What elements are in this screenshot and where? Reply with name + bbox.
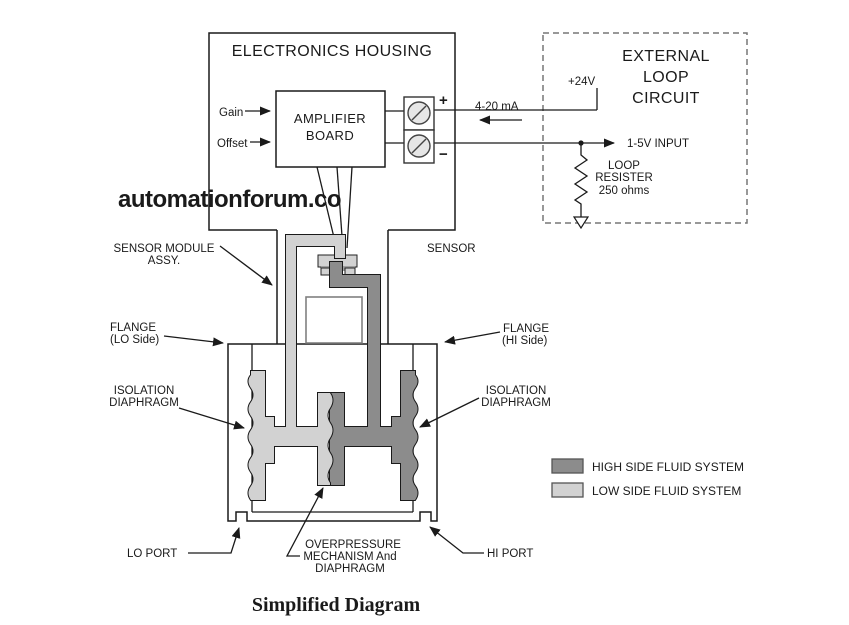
terminal-screw-minus-slash xyxy=(411,138,427,154)
legend-swatch-high xyxy=(551,458,584,474)
hi-port-label: HI PORT xyxy=(487,548,533,560)
external-loop-title-1: EXTERNAL xyxy=(622,48,710,65)
diagram-caption: Simplified Diagram xyxy=(252,594,421,616)
high-side-fluid xyxy=(330,262,418,500)
terminal-minus-sign: − xyxy=(439,146,448,163)
sensor-module-leader xyxy=(219,245,273,286)
sensor-lead-3 xyxy=(346,166,353,249)
external-loop-title-2: LOOP xyxy=(643,69,689,86)
isolation-right-label-2: DIAPHRAGM xyxy=(481,397,551,409)
terminal-plus-sign: + xyxy=(439,92,448,109)
overpressure-leader xyxy=(285,487,324,557)
legend-high-label: HIGH SIDE FLUID SYSTEM xyxy=(592,460,744,474)
flange-hi-label-1: FLANGE xyxy=(503,323,549,335)
supply-label: +24V xyxy=(568,76,596,88)
flange-hi-leader xyxy=(444,331,501,345)
sensor-module-label-1: SENSOR MODULE xyxy=(114,243,215,255)
amplifier-board-label-1: AMPLIFIER xyxy=(294,111,366,126)
external-loop-box xyxy=(542,32,748,224)
loop-resistor-symbol xyxy=(573,143,589,217)
flange-hi-label-2: (HI Side) xyxy=(502,335,548,347)
isolation-right-leader xyxy=(419,397,480,428)
flange-lo-leader xyxy=(163,335,224,347)
isolation-left-label-2: DIAPHRAGM xyxy=(109,397,179,409)
isolation-right-label-1: ISOLATION xyxy=(486,385,547,397)
sensor-cell-box xyxy=(305,296,363,344)
offset-label: Offset xyxy=(217,138,248,150)
sensor-label: SENSOR xyxy=(427,243,476,255)
hi-port-leader xyxy=(429,526,484,554)
flange-body-outline xyxy=(227,343,438,522)
isolation-left-label-1: ISOLATION xyxy=(114,385,175,397)
external-loop-title-3: CIRCUIT xyxy=(632,90,700,107)
terminal-screw-plus-slash xyxy=(411,105,427,121)
sensor-cap-tab-right xyxy=(344,267,356,276)
amplifier-board-label-2: BOARD xyxy=(306,128,354,143)
flange-lo-label-1: FLANGE xyxy=(110,322,156,334)
low-side-fluid xyxy=(248,235,345,500)
electronics-housing-title: ELECTRONICS HOUSING xyxy=(232,43,433,60)
overpressure-label-2: MECHANISM And xyxy=(303,551,396,563)
legend-low-label: LOW SIDE FLUID SYSTEM xyxy=(592,484,741,498)
lo-port-label: LO PORT xyxy=(127,548,177,560)
overpressure-label-1: OVERPRESSURE xyxy=(305,539,401,551)
input-label: 1-5V INPUT xyxy=(627,138,689,150)
amplifier-board-box xyxy=(275,90,386,168)
resistor-label-3: 250 ohms xyxy=(599,185,650,197)
lo-port-leader xyxy=(188,527,241,554)
current-label: 4-20 mA xyxy=(475,101,519,113)
resistor-label-2: RESISTER xyxy=(595,172,653,184)
electronics-housing-outline xyxy=(208,32,456,231)
flange-lo-label-2: (LO Side) xyxy=(110,334,159,346)
resistor-ground-arrow xyxy=(572,216,590,230)
watermark-text: automationforum.co xyxy=(118,186,341,213)
overpressure-label-3: DIAPHRAGM xyxy=(315,563,385,575)
gain-label: Gain xyxy=(219,107,243,119)
legend-swatch-low xyxy=(551,482,584,498)
resistor-label-1: LOOP xyxy=(608,160,640,172)
isolation-left-leader xyxy=(178,407,245,430)
sensor-module-label-2: ASSY. xyxy=(148,255,180,267)
